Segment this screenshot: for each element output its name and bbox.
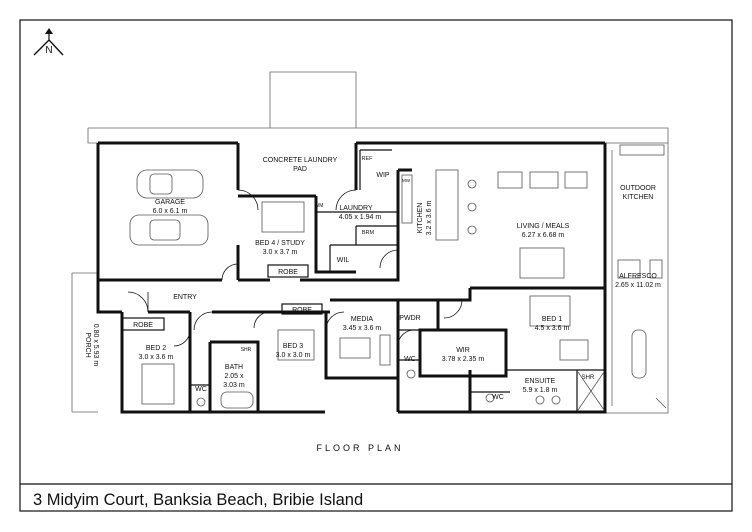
shr-label-bath: SHR (241, 347, 252, 353)
bath-name: BATH (225, 364, 243, 371)
building-walls (96, 141, 607, 414)
interior-lines (121, 149, 605, 412)
kitchen-dim: 3.2 x 3.6 m (426, 201, 433, 236)
porch-name: PORCH (84, 332, 91, 357)
bath-dim2: 3.03 m (223, 382, 245, 389)
wm-label: WM (315, 203, 324, 209)
wc-label-mid: WC (404, 356, 416, 363)
bed4-dim: 3.0 x 3.7 m (263, 249, 298, 256)
bed2-name: BED 2 (146, 345, 166, 352)
wc-label-ensuite: WC (492, 394, 504, 401)
ensuite-dim: 5.9 x 1.8 m (523, 387, 558, 394)
media-name: MEDIA (351, 316, 374, 323)
robe-label-bed3: ROBE (292, 307, 312, 314)
wir-name: WIR (456, 347, 470, 354)
media-dim: 3.45 x 3.6 m (343, 325, 382, 332)
robe-label-bed4: ROBE (278, 269, 298, 276)
laundry-pad-line2: PAD (293, 166, 307, 173)
bed1-dim: 4.5 x 3.6 m (535, 325, 570, 332)
address-caption: 3 Midyim Court, Banksia Beach, Bribie Is… (33, 491, 363, 509)
laundry-name: LAUNDRY (339, 205, 373, 212)
laundry-dim: 4.05 x 1.94 m (339, 214, 382, 221)
bed1-name: BED 1 (542, 316, 562, 323)
wip-label: WIP (376, 172, 390, 179)
shr-label-ensuite: SHR (582, 375, 595, 381)
living-name: LIVING / MEALS (517, 223, 570, 230)
alfresco-name: ALFRESCO (619, 273, 657, 280)
kitchen-name: KITCHEN (417, 203, 424, 234)
slab-outline (71, 71, 669, 413)
outdoor-kitchen-line1: OUTDOOR (620, 185, 656, 192)
brm-label: BRM (362, 230, 375, 236)
room-labels: GARAGE 6.0 x 6.1 m CONCRETE LAUNDRY PAD … (84, 157, 661, 394)
outdoor-kitchen-line2: KITCHEN (623, 194, 654, 201)
robe-label-bed2: ROBE (133, 322, 153, 329)
garage-name: GARAGE (155, 199, 185, 206)
bed3-dim: 3.0 x 3.0 m (276, 352, 311, 359)
fixture-labels: REF WIP MW WM BRM WIL ROBE ROBE ROBE WC … (133, 156, 595, 401)
bed4-name: BED 4 / STUDY (255, 240, 305, 247)
living-dim: 6.27 x 6.68 m (522, 232, 565, 239)
bed3-name: BED 3 (283, 343, 303, 350)
north-letter: N (45, 45, 52, 56)
ref-label: REF (362, 156, 374, 162)
doors (127, 189, 463, 347)
wc-label-left: WC (195, 386, 207, 393)
wir-dim: 3.78 x 2.35 m (442, 356, 485, 363)
floor-plan-title: FLOOR PLAN (316, 443, 403, 453)
bath-dim1: 2.05 x (224, 373, 244, 380)
ensuite-name: ENSUITE (525, 378, 556, 385)
wil-label: WIL (337, 257, 350, 264)
fixtures (129, 144, 667, 411)
porch-dim: 0.80 x 5.93 m (92, 324, 99, 367)
garage-dim: 6.0 x 6.1 m (153, 208, 188, 215)
north-arrow-icon: N (33, 28, 64, 56)
outer-border (19, 19, 733, 512)
mw-label: MW (402, 178, 411, 183)
bed2-dim: 3.0 x 3.6 m (139, 354, 174, 361)
alfresco-dim: 2.65 x 11.02 m (615, 282, 661, 289)
pwdr-label: PWDR (399, 315, 420, 322)
laundry-pad-line1: CONCRETE LAUNDRY (263, 157, 338, 164)
entry-name: ENTRY (173, 294, 197, 301)
